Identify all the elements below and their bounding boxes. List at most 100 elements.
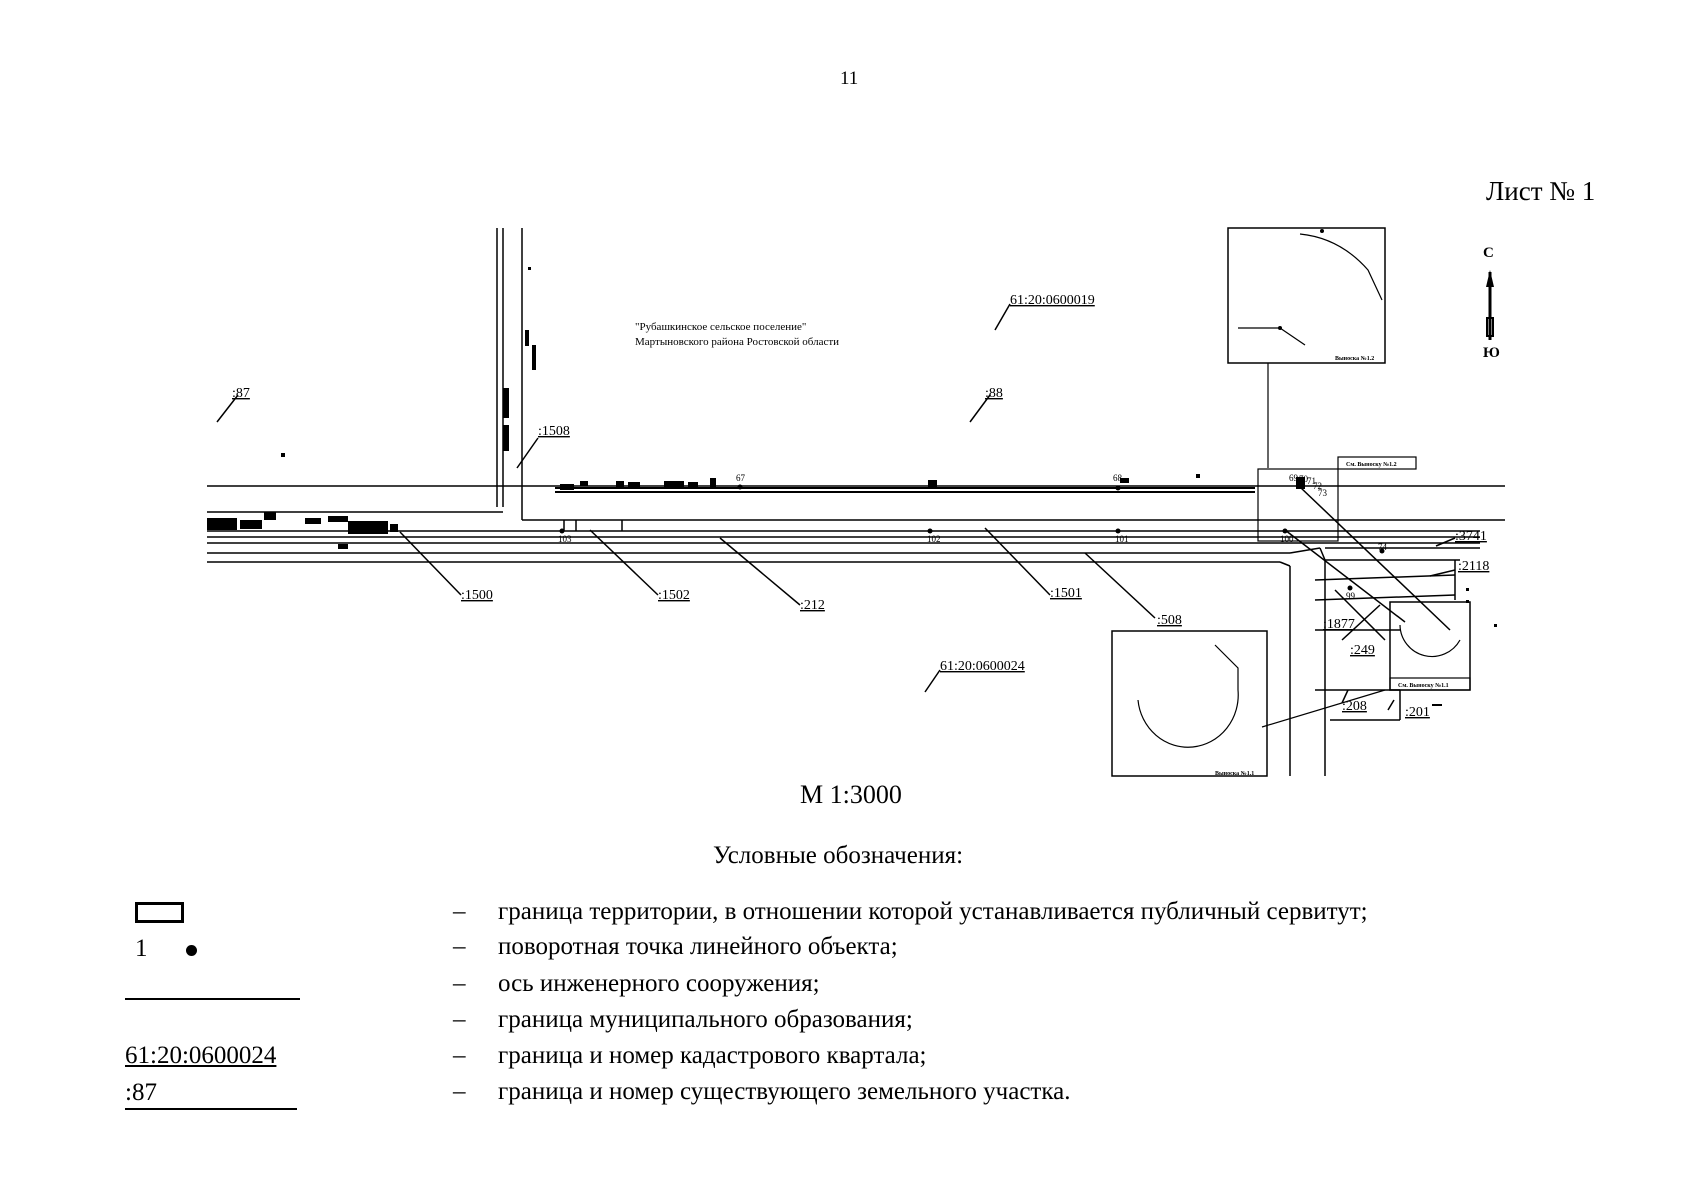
building — [616, 481, 624, 487]
point-label: 69 — [1289, 473, 1299, 483]
building — [628, 482, 640, 487]
road-line — [1314, 594, 1456, 601]
inset-box-1-1 — [1111, 630, 1268, 777]
curve-axis — [1399, 624, 1461, 658]
turning-point — [1347, 585, 1353, 591]
see-inset-label: См. Выноску №1.1 — [1398, 683, 1449, 689]
leader-line — [969, 394, 991, 423]
legend-item: 61:20:0600024 – граница и номер кадастро… — [0, 1042, 1698, 1076]
legend-symbol: :87 — [125, 1078, 300, 1112]
servitude-boundary-symbol — [135, 902, 184, 923]
turning-point-symbol — [186, 945, 197, 956]
leader-line — [1299, 486, 1451, 631]
building — [240, 520, 262, 529]
plot-label: :212 — [800, 598, 825, 613]
turning-point — [1282, 528, 1288, 534]
leader-line — [924, 669, 941, 693]
point-label: 71 — [1307, 476, 1316, 486]
leader-line — [1435, 537, 1456, 547]
plot-label: :1502 — [658, 588, 690, 603]
leader-line — [216, 394, 239, 423]
axis-symbol-blank — [125, 988, 300, 990]
legend-item: :87 – граница и номер существующего земе… — [0, 1078, 1698, 1112]
leader-line — [1084, 552, 1156, 619]
point-label: 102 — [927, 534, 941, 544]
legend-title: Условные обозначения: — [713, 842, 964, 869]
turning-point — [1320, 229, 1324, 233]
see-inset-frame — [1257, 468, 1339, 542]
see-inset-frame-1-1 — [1389, 601, 1471, 691]
building — [503, 388, 509, 418]
point-number: 1 — [135, 935, 148, 962]
plot-label: :87 — [232, 386, 250, 401]
leader-line — [994, 303, 1011, 331]
turning-point — [1278, 326, 1282, 330]
legend-text: ось инженерного сооружения; — [498, 970, 820, 997]
municipality-label-line2: Мартыновского района Ростовской области — [635, 336, 839, 348]
inset-box-1-2 — [1227, 227, 1386, 364]
page-number: 11 — [840, 68, 859, 89]
plot-label: :88 — [985, 386, 1003, 401]
legend-text: граница и номер кадастрового квартала; — [498, 1042, 927, 1069]
building — [503, 425, 509, 451]
plot-label: :3741 — [1455, 529, 1487, 544]
building — [1494, 624, 1497, 627]
building — [1432, 704, 1442, 706]
legend-text: поворотная точка линейного объекта; — [498, 933, 898, 960]
municipality-label-line1: "Рубашкинское сельское поселение" — [635, 321, 806, 333]
turning-point — [1379, 548, 1385, 554]
cadastral-quarter-label: 61:20:0600019 — [1010, 293, 1095, 308]
legend-item: 1 – поворотная точка линейного объекта; — [0, 933, 1698, 967]
building — [1466, 588, 1469, 591]
building — [560, 484, 574, 490]
see-inset-tag — [1337, 456, 1417, 470]
building — [664, 481, 684, 487]
leader-line — [589, 529, 659, 596]
leader-line — [399, 531, 462, 596]
legend-symbol — [125, 998, 300, 1040]
turning-point — [559, 528, 565, 534]
building — [928, 480, 937, 489]
legend-dash: – — [453, 898, 466, 925]
building — [580, 481, 588, 486]
building — [1296, 477, 1305, 489]
leader-line — [1334, 589, 1386, 641]
plot-label: :208 — [1342, 699, 1367, 714]
leader-line — [516, 437, 539, 469]
road-line — [1289, 547, 1321, 554]
map-scale: М 1:3000 — [800, 780, 902, 809]
see-inset-label: См. Выноску №1.2 — [1346, 462, 1397, 468]
inset-axis — [1299, 233, 1383, 301]
legend-text: граница территории, в отношении которой … — [498, 898, 1368, 925]
inset-label: Выноска №1.2 — [1335, 356, 1374, 362]
building — [1466, 600, 1469, 603]
compass-south: Ю — [1483, 345, 1500, 361]
cadastral-map: "Рубашкинское сельское поселение" Мартын… — [207, 227, 1505, 777]
leader-line — [719, 537, 801, 606]
legend-text: граница муниципального образования; — [498, 1006, 913, 1033]
plot-label: :508 — [1157, 613, 1182, 628]
turning-point — [1115, 528, 1121, 534]
point-label: 100 — [1280, 534, 1294, 544]
legend-symbol: 61:20:0600024 — [125, 1042, 300, 1076]
legend-item: – ось инженерного сооружения; — [0, 970, 1698, 1004]
leader-line — [1341, 604, 1381, 641]
turning-point — [737, 484, 743, 490]
leader-line — [1387, 699, 1395, 711]
road-line — [1279, 561, 1291, 567]
point-label: 72 — [1313, 481, 1322, 491]
point-label: 67 — [736, 473, 746, 483]
legend-dash: – — [453, 970, 466, 997]
legend-item: – граница территории, в отношении которо… — [0, 898, 1698, 932]
building — [390, 524, 398, 532]
building — [281, 453, 285, 457]
building — [1120, 478, 1129, 483]
point-label: 103 — [558, 534, 572, 544]
turning-point — [927, 528, 933, 534]
point-label: 68 — [1113, 473, 1123, 483]
plot-label: :1877 — [1323, 617, 1355, 632]
building — [348, 521, 388, 534]
legend-symbol — [125, 970, 300, 1004]
compass-north: С — [1483, 245, 1494, 261]
building — [207, 518, 237, 530]
